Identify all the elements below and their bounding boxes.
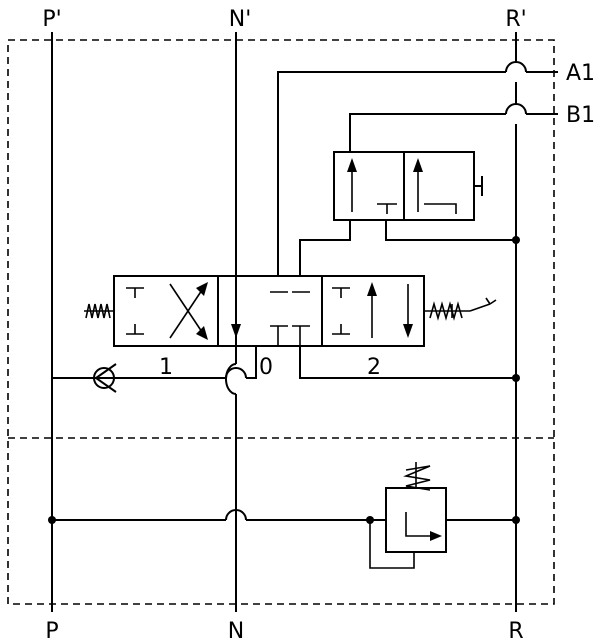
pilot-valve-return [424,203,457,214]
valve-position-2-label: 2 [367,355,381,380]
relief-line-jump [225,509,247,521]
env1-cross-2 [169,283,207,339]
valve-position-0-label: 0 [259,355,273,380]
env0-arrow [231,324,241,338]
relief-valve [385,487,447,553]
env0-block-2 [292,291,310,327]
pilot-valve-tank [385,220,516,241]
env1-block-bottom [126,324,144,335]
env2-arrow-up [367,282,377,296]
junction-dot [512,374,520,382]
module-boundary [7,39,555,605]
check-valve-line-2 [246,346,257,379]
relief-pilot-line [369,520,415,569]
port-b1: B1 [566,103,595,128]
relief-spring-icon [403,465,431,491]
port-r-bottom: R [508,619,523,644]
lever-icon [451,297,497,318]
valve-position-1-label: 1 [159,355,173,380]
check-valve-ball [93,367,115,389]
pilot-valve-supply [299,220,351,276]
pilot-valve-arrow [347,158,357,172]
env2-block-top [332,287,350,298]
env1-block-top [126,287,144,298]
check-valve-jump [225,367,247,379]
env2-arrow-down [403,324,413,338]
right-spring-icon [429,301,463,321]
port-n-bottom: N [228,619,244,644]
env1-arrow-up [196,282,208,296]
pilot-valve-block [377,203,397,214]
neutral-line-crossover [225,363,237,395]
pilot-valve-arrow-2 [413,158,423,172]
env2-block-bottom [332,324,350,335]
work-line-b1 [349,113,558,152]
port-a1: A1 [566,61,595,86]
port-n-top: N' [229,7,252,32]
env1-arrow-down [196,326,208,340]
return-line-crossovers [505,61,527,115]
junction-dot [512,236,520,244]
port-r-top: R' [505,7,526,32]
directional-valve [113,275,425,347]
valve-return-line [299,346,516,379]
port-p-top: P' [42,7,61,32]
env0-block-1 [270,291,288,327]
relief-arrow [430,531,442,541]
relief-flow [405,512,436,537]
port-p-bottom: P [45,619,58,644]
left-spring-icon [85,303,111,319]
work-line-a1 [277,71,558,276]
push-button-icon [474,176,483,196]
